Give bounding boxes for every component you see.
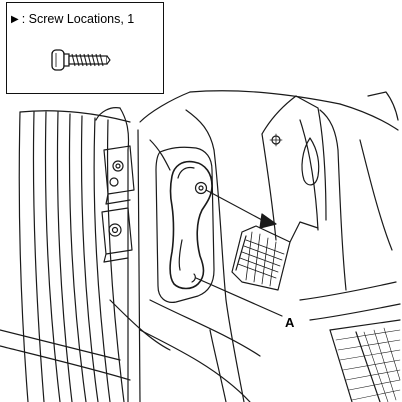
door-sill bbox=[0, 299, 171, 381]
legend-box: ▶: Screw Locations, 1 bbox=[6, 2, 164, 94]
callout-label-a: A bbox=[285, 315, 295, 330]
legend-label: ▶: Screw Locations, 1 bbox=[11, 12, 134, 26]
pedal-bracket bbox=[261, 95, 347, 291]
floor-panel bbox=[139, 91, 401, 402]
callout-leader-a bbox=[195, 277, 283, 317]
pedal bbox=[231, 221, 319, 291]
hinge-bracket-upper bbox=[103, 145, 135, 205]
triangle-marker-icon: ▶ bbox=[11, 14, 19, 25]
floor-mat bbox=[335, 327, 401, 402]
screw-arrow bbox=[205, 189, 277, 229]
screw-icon bbox=[51, 49, 111, 71]
kick-panel bbox=[139, 90, 341, 402]
assist-handle bbox=[169, 160, 213, 290]
door-frame bbox=[18, 107, 141, 402]
legend-text: : Screw Locations, 1 bbox=[21, 12, 135, 26]
handle-mount-plate bbox=[155, 146, 215, 303]
hinge-bracket-lower bbox=[101, 207, 133, 263]
